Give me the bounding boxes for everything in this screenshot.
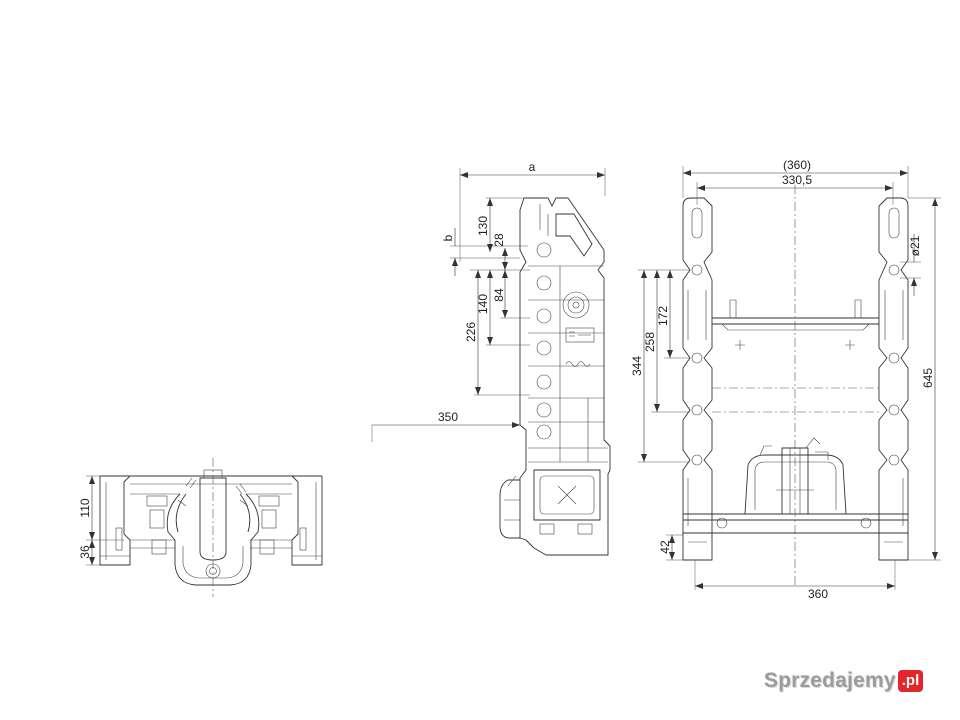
front-bands: [100, 482, 322, 560]
rear-plus-mark-right: [845, 340, 855, 350]
rear-hitch-housing: [744, 454, 847, 515]
side-hole: [536, 402, 552, 418]
rear-hitch-levers: [759, 437, 829, 460]
side-section-lines: [528, 265, 608, 463]
rear-cross-bar: [683, 513, 908, 534]
rear-dim-label-172: 172: [656, 306, 670, 326]
side-hole: [536, 340, 552, 356]
side-left-boss-lines: [504, 475, 520, 521]
rear-dim-label-360: 360: [808, 587, 828, 601]
side-body-outline: [519, 197, 611, 556]
front-bolt-left: [115, 527, 123, 551]
side-lower-box: [533, 469, 601, 521]
side-hole: [536, 424, 552, 440]
front-bolt-right: [299, 527, 307, 551]
rear-foot-left: [682, 533, 713, 561]
rear-bar-plug-left: [716, 517, 728, 529]
side-lower-box-cross: [557, 485, 577, 505]
side-fitting-inner: [572, 301, 580, 309]
side-hook-inner: [539, 204, 549, 236]
side-hole: [536, 374, 552, 390]
rear-dim-label-360-ref: (360): [783, 158, 811, 172]
rear-dim-label-645: 645: [921, 368, 935, 388]
side-dim-label-226: 226: [464, 322, 478, 342]
side-hole: [536, 308, 552, 324]
side-spring-wave: [565, 361, 591, 367]
side-lower-tab-right: [577, 523, 593, 535]
rear-foot-right: [878, 533, 909, 561]
front-cylinder-left: [149, 509, 165, 529]
front-cylinder-right: [261, 509, 277, 529]
side-dim-label-b: b: [441, 234, 455, 241]
side-hole: [536, 242, 552, 258]
side-hole: [536, 275, 552, 291]
rear-plus-mark-left: [735, 340, 745, 350]
side-dim-label-130: 130: [476, 216, 490, 236]
front-hose-lines: [177, 477, 249, 507]
side-dim-label-140: 140: [476, 294, 490, 314]
side-left-boss: [499, 479, 520, 539]
rear-dim-label-dia21: ø21: [908, 235, 922, 256]
watermark-badge: .pl: [897, 670, 924, 692]
rear-hitch-inner: [754, 461, 837, 510]
side-hook-cutout: [555, 213, 593, 257]
side-fitting-outer: [562, 291, 590, 319]
front-dim-label-36: 36: [78, 545, 92, 559]
rear-dim-label-330-5: 330,5: [782, 173, 812, 187]
rear-dim-label-344: 344: [630, 356, 644, 376]
side-fitting-mid: [567, 296, 585, 314]
watermark-brand: Sprzedajemy: [764, 669, 896, 692]
side-dim-label-28: 28: [492, 233, 506, 247]
side-label-plate: [565, 327, 595, 343]
front-jaw-arms: [166, 493, 260, 541]
rear-view: (360) 330,5 645 ø21 344 258 172 42 360: [630, 158, 941, 601]
side-view: a b 130 28 140 84 226 350: [371, 160, 611, 556]
front-rod-end-right: [259, 539, 275, 555]
rear-upright-left: [682, 197, 713, 534]
side-dim-label-a: a: [529, 160, 536, 174]
rear-dim-label-42: 42: [658, 540, 672, 554]
rear-cross-plate: [712, 317, 879, 325]
front-body-outline: [99, 475, 323, 566]
front-side-part-right: [258, 495, 280, 507]
front-dim-label-110: 110: [78, 498, 92, 517]
side-dim-label-84: 84: [492, 288, 506, 302]
front-side-part-left: [146, 495, 168, 507]
rear-bar-plug-right: [860, 517, 872, 529]
front-rod-end-left: [151, 539, 167, 555]
side-lower-box-inner: [539, 475, 595, 515]
rear-plate-tabs: [721, 299, 870, 331]
front-view: 110 36: [78, 458, 323, 597]
watermark-logo: Sprzedajemy .pl: [764, 666, 924, 696]
side-label-plate-marks: [569, 331, 591, 337]
rear-upright-right: [878, 197, 909, 534]
rear-hitch-pin-lines: [776, 448, 814, 514]
side-lower-tab-left: [539, 523, 555, 535]
rear-dim-label-258: 258: [643, 332, 657, 352]
side-dim-label-350: 350: [438, 410, 458, 424]
